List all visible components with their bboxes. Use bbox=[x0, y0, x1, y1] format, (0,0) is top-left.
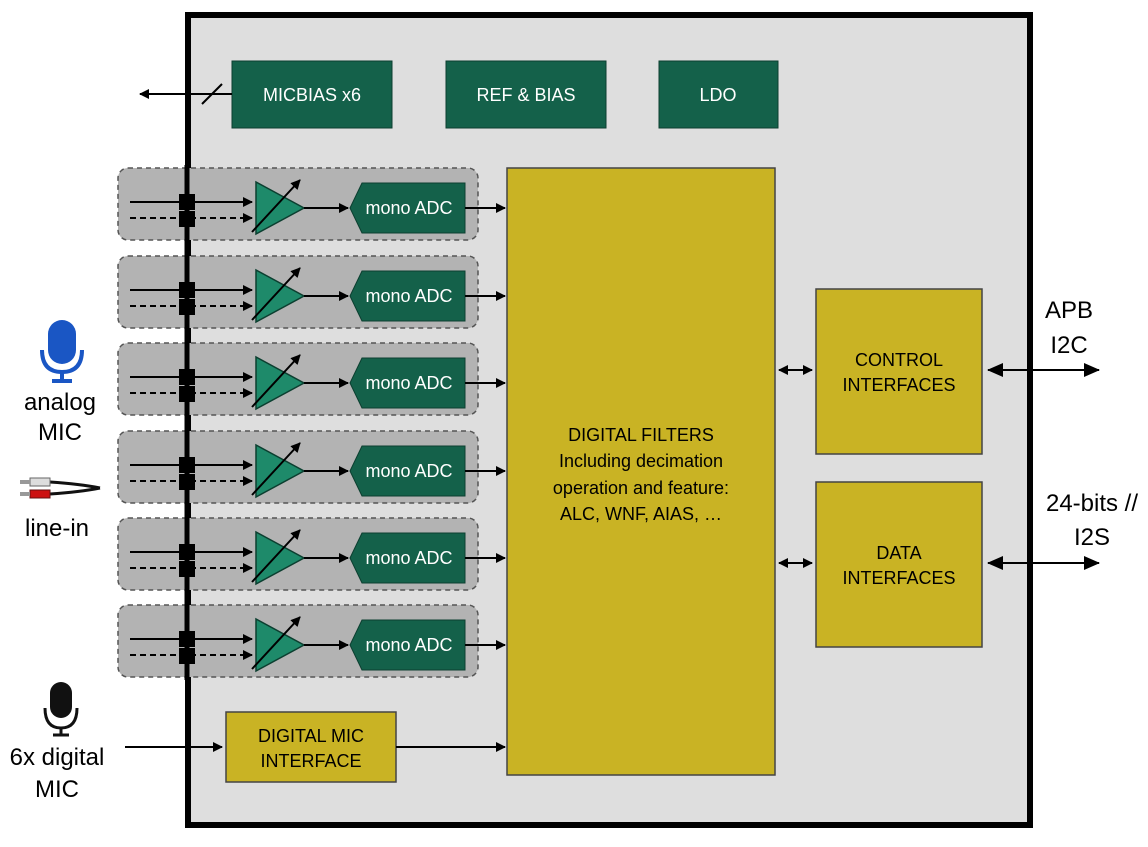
ref-bias-block: REF & BIAS bbox=[445, 60, 607, 129]
mono-adc-label: mono ADC bbox=[365, 548, 452, 568]
ref-bias-label: REF & BIAS bbox=[476, 85, 575, 105]
digital-mic-interface-block: DIGITAL MIC INTERFACE bbox=[225, 711, 397, 783]
microphone-icon bbox=[40, 320, 84, 383]
digital-filters-line2: Including decimation bbox=[559, 451, 723, 471]
mono-adc-label: mono ADC bbox=[365, 635, 452, 655]
pga-amplifier-icon bbox=[255, 617, 306, 673]
mono-adc-label: mono ADC bbox=[365, 198, 452, 218]
pga-amplifier-icon bbox=[255, 355, 306, 411]
variable-gain-arrow bbox=[251, 179, 301, 233]
adc-channel: mono ADC bbox=[117, 342, 506, 416]
pga-amplifier-icon bbox=[255, 268, 306, 324]
adc-channel: mono ADC bbox=[117, 430, 506, 504]
data-interfaces-line1: DATA bbox=[876, 543, 921, 563]
adc-channel: mono ADC bbox=[117, 255, 506, 329]
control-interfaces-block: CONTROL INTERFACES bbox=[815, 288, 983, 455]
digital-mic-label-2: MIC bbox=[35, 776, 79, 803]
audio-jack-icon bbox=[20, 477, 101, 499]
variable-gain-arrow bbox=[251, 616, 301, 670]
adc-channels: mono ADC mono ADC mono ADC mono ADC mono ADC… bbox=[117, 167, 506, 678]
digital-filters-block: DIGITAL FILTERS Including decimation ope… bbox=[506, 167, 776, 776]
mono-adc-label: mono ADC bbox=[365, 461, 452, 481]
analog-mic-label-2: MIC bbox=[38, 419, 82, 446]
variable-gain-arrow bbox=[251, 529, 301, 583]
micbias-label: MICBIAS x6 bbox=[263, 85, 361, 105]
mono-adc-label: mono ADC bbox=[365, 373, 452, 393]
apb-label: APB bbox=[1045, 297, 1093, 324]
ldo-label: LDO bbox=[699, 85, 736, 105]
digital-mic-interface-line2: INTERFACE bbox=[260, 751, 361, 771]
adc-channel: mono ADC bbox=[117, 517, 506, 591]
control-interfaces-line1: CONTROL bbox=[855, 350, 943, 370]
digital-mic-label-1: 6x digital bbox=[10, 744, 105, 771]
i2c-label: I2C bbox=[1050, 332, 1087, 359]
variable-gain-arrow bbox=[251, 354, 301, 408]
pga-amplifier-icon bbox=[255, 443, 306, 499]
variable-gain-arrow bbox=[251, 267, 301, 321]
analog-mic-label-1: analog bbox=[24, 389, 96, 416]
bits-label: 24-bits // bbox=[1046, 490, 1138, 517]
bus-slash bbox=[201, 83, 223, 105]
adc-channel: mono ADC bbox=[117, 167, 506, 241]
pga-amplifier-icon bbox=[255, 530, 306, 586]
mono-adc-label: mono ADC bbox=[365, 286, 452, 306]
digital-filters-line4: ALC, WNF, AIAS, … bbox=[560, 504, 722, 524]
i2s-label: I2S bbox=[1074, 524, 1110, 551]
data-interfaces-line2: INTERFACES bbox=[842, 568, 955, 588]
ldo-block: LDO bbox=[658, 60, 779, 129]
line-in-label: line-in bbox=[25, 515, 89, 542]
pga-amplifier-icon bbox=[255, 180, 306, 236]
digital-filters-title: DIGITAL FILTERS bbox=[568, 425, 714, 445]
micbias-block: MICBIAS x6 bbox=[231, 60, 393, 129]
data-interfaces-block: DATA INTERFACES bbox=[815, 481, 983, 648]
variable-gain-arrow bbox=[251, 442, 301, 496]
adc-channel: mono ADC bbox=[117, 604, 506, 678]
digital-mic-interface-line1: DIGITAL MIC bbox=[258, 726, 364, 746]
digital-filters-line3: operation and feature: bbox=[553, 478, 729, 498]
control-interfaces-line2: INTERFACES bbox=[842, 375, 955, 395]
microphone-icon bbox=[43, 682, 79, 737]
